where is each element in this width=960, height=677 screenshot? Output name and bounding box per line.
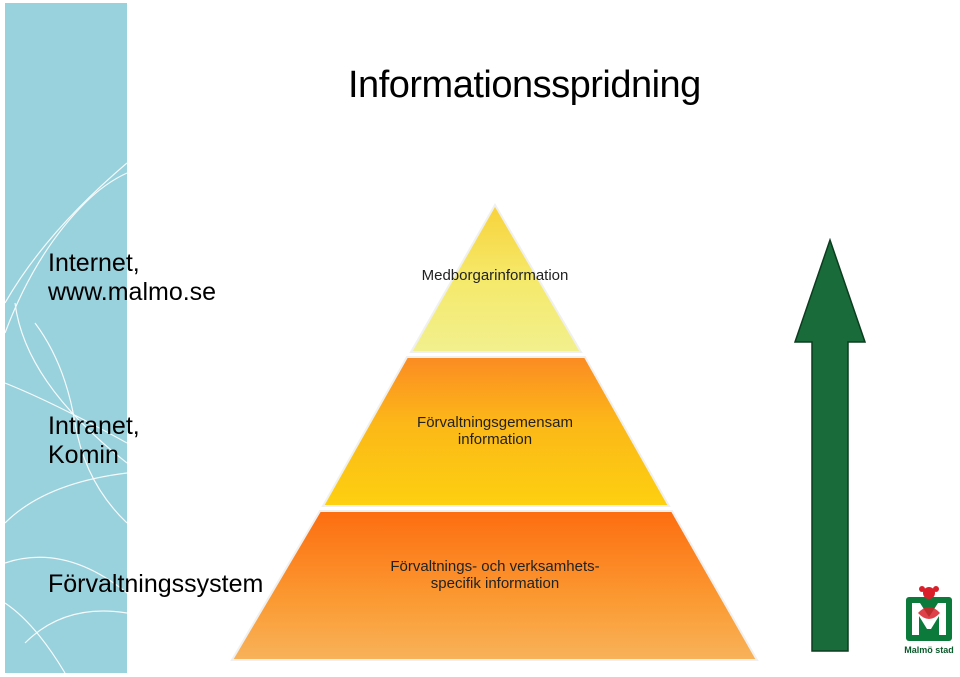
logo-emblem <box>906 586 952 641</box>
channel-label-internet: Internet, www.malmo.se <box>48 249 216 307</box>
channel-label-line: Internet, <box>48 249 140 277</box>
tier-label-bottom: Förvaltnings- och verksamhets- specifik … <box>360 558 630 592</box>
malmo-logo-icon: Malmö stad <box>900 583 958 657</box>
sidebar-pattern <box>5 162 127 673</box>
tier-label-line: Förvaltningsgemensam <box>417 414 573 431</box>
tier-label-line: specifik information <box>430 575 560 592</box>
logo-text: Malmö stad <box>904 645 954 655</box>
channel-label-line: Komin <box>48 441 119 469</box>
channel-label-line: Förvaltningssystem <box>48 570 264 598</box>
page-title: Informationsspridning <box>348 64 701 106</box>
up-arrow-icon <box>793 238 867 652</box>
pyramid-tier-middle <box>321 356 671 507</box>
pyramid-tier-bottom <box>230 510 759 661</box>
channel-label-intranet: Intranet, Komin <box>48 412 140 470</box>
tier-label-top: Medborgarinformation <box>395 267 595 284</box>
channel-label-system: Förvaltningssystem <box>48 570 263 599</box>
tier-label-line: Förvaltnings- och verksamhets- <box>390 558 600 575</box>
channel-label-line: Intranet, <box>48 412 140 440</box>
tier-label-line: information <box>457 431 533 448</box>
tier-label-middle: Förvaltningsgemensam information <box>395 414 595 448</box>
pyramid-tier-top <box>409 203 583 353</box>
tier-label-line: Medborgarinformation <box>421 267 569 284</box>
decorative-sidebar <box>5 3 127 673</box>
channel-label-line: www.malmo.se <box>48 278 217 306</box>
